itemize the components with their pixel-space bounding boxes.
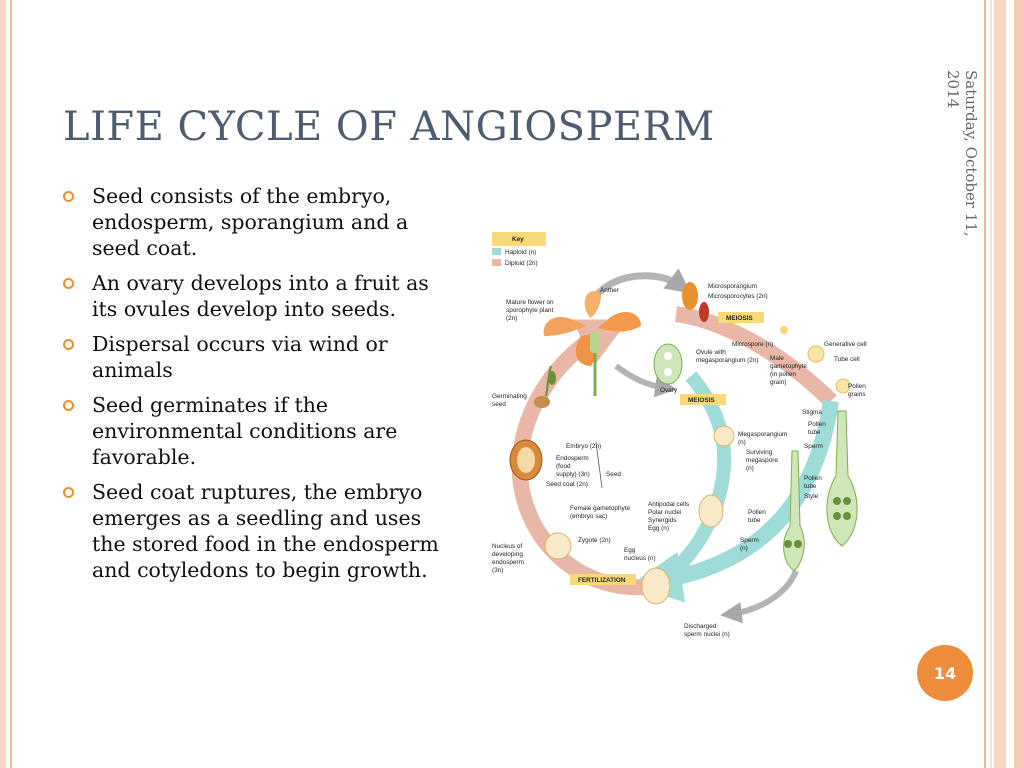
fertilization-box [570, 574, 636, 585]
microspore-icon [780, 326, 788, 334]
generative-cell-label: Generative cell [824, 341, 867, 348]
antipodal-cells-label: Antipodal cells [648, 501, 689, 508]
bullet-circle-icon [63, 400, 74, 411]
angiosperm-life-cycle-diagram: Key Haploid (n) Diploid (2n) [492, 232, 868, 638]
meiosis-mid-label: MEIOSIS [688, 397, 715, 404]
egg-label: Egg (n) [648, 525, 669, 532]
bullet-list: Seed consists of the embryo, endosperm, … [63, 183, 458, 592]
bullet-text: An ovary develops into a fruit as its ov… [92, 271, 429, 321]
female-gametophyte-label: Female gametophyte (embryo sac) [570, 505, 632, 520]
megasporangium-label: Megasporangium (n) [738, 431, 789, 446]
pistil-icon [783, 410, 858, 572]
left-border-stripe [0, 0, 6, 768]
egg-nucleus-label: Egg nucleus (n) [624, 547, 656, 562]
pollen-tube-mid-label: Pollen tube [804, 475, 824, 490]
microsporangium-label: Microsporangium [708, 283, 757, 290]
meiosis-top-label: MEIOSIS [726, 315, 753, 322]
right-border-line [984, 0, 986, 768]
bullet-item: Seed germinates if the environmental con… [63, 392, 458, 470]
gray-arrow-bottom [720, 569, 799, 624]
microsporocytes-label: Microsporocytes (2n) [708, 293, 768, 300]
bullet-item: An ovary develops into a fruit as its ov… [63, 270, 458, 322]
flower-icon [543, 291, 641, 396]
pollen-grains-label: Pollen grains [848, 383, 868, 398]
right-border-line-light [990, 0, 992, 768]
fertilized-ovule-icon [641, 567, 671, 605]
zygote-label: Zygote (2n) [578, 537, 611, 544]
ovule-label: Ovule with megasporangium (2n) [696, 349, 759, 364]
right-border-edge [1014, 0, 1024, 768]
zygote-icon [544, 532, 572, 560]
germinating-seed-icon [534, 365, 556, 408]
microspore-label: Microspore (n) [732, 341, 773, 348]
left-border-line [10, 0, 12, 768]
surviving-megaspore-label: Surviving megaspore (n) [746, 449, 780, 472]
megasporangium-icon [713, 425, 735, 447]
bullet-item: Seed coat ruptures, the embryo emerges a… [63, 479, 458, 583]
fertilization-label: FERTILIZATION [578, 577, 626, 584]
meiosis-box-mid [680, 394, 726, 405]
bullet-circle-icon [63, 278, 74, 289]
mature-flower-label: Mature flower on sporophyte plant (2n) [506, 299, 555, 322]
key-title: Key [512, 236, 524, 243]
bullet-circle-icon [63, 487, 74, 498]
gray-arrow-top [593, 268, 692, 299]
pollen-tube-top-label: Pollen tube [808, 421, 828, 436]
bullet-item: Dispersal occurs via wind or animals [63, 331, 458, 383]
haploid-band-inner [670, 371, 732, 576]
ovary-icon [653, 343, 683, 385]
bullet-text: Seed coat ruptures, the embryo emerges a… [92, 480, 439, 582]
key-haploid: Haploid (n) [505, 249, 536, 256]
haploid-band-right [630, 399, 839, 603]
embryo-label: Embryo (2n) [566, 443, 601, 450]
seed-coat-label: Seed coat (2n) [546, 481, 588, 488]
bullet-text: Seed germinates if the environmental con… [92, 393, 398, 469]
meiosis-box-top [718, 312, 764, 323]
key-diploid: Diploid (2n) [505, 260, 538, 267]
diagram-key: Key Haploid (n) Diploid (2n) [492, 232, 546, 267]
pollen-tube-low-label: Pollen tube [748, 509, 768, 524]
bullet-item: Seed consists of the embryo, endosperm, … [63, 183, 458, 261]
synergids-label: Synergids [648, 517, 676, 524]
male-gametophyte-label: Male gametophyte (in pollen grain) [770, 355, 809, 386]
diploid-swatch [492, 259, 501, 266]
anther-label: Anther [600, 287, 620, 294]
pollen-grain-icon [807, 345, 825, 363]
slide-date: Saturday, October 11, 2014 [944, 70, 980, 237]
pollen-grain-icon [835, 378, 851, 394]
slide-title: LIFE CYCLE OF ANGIOSPERM [63, 104, 715, 150]
stigma-label: Stigma [802, 409, 822, 416]
embryo-sac-icon [698, 494, 724, 528]
right-border-stripe [994, 0, 1006, 768]
diploid-band-top [674, 306, 837, 407]
style-label: Style [804, 493, 819, 500]
bullet-circle-icon [63, 191, 74, 202]
sperm-low-label: Sperm (n) [740, 537, 761, 552]
tube-cell-label: Tube cell [834, 356, 860, 363]
seed-label: Seed [606, 471, 621, 478]
sperm-top-label: Sperm [804, 443, 823, 450]
ovary-label: Ovary [660, 387, 678, 394]
bullet-text: Dispersal occurs via wind or animals [92, 332, 388, 382]
polar-nuclei-label: Polar nuclei [648, 509, 681, 516]
endosperm-label: Endosperm (food supply) (3n) [556, 455, 590, 478]
anther-icon [682, 282, 698, 310]
page-number-badge: 14 [917, 645, 973, 701]
haploid-swatch [492, 248, 501, 255]
germinating-seed-label: Germinating seed [492, 393, 529, 408]
microsporangium-icon [699, 302, 709, 322]
bullet-circle-icon [63, 339, 74, 350]
discharged-sperm-label: Discharged sperm nuclei (n) [684, 623, 730, 638]
bullet-text: Seed consists of the embryo, endosperm, … [92, 184, 409, 260]
gray-arrow-ovary [614, 363, 677, 398]
nucleus-endosperm-label: Nucleus of developing endosperm (3n) [492, 543, 526, 574]
